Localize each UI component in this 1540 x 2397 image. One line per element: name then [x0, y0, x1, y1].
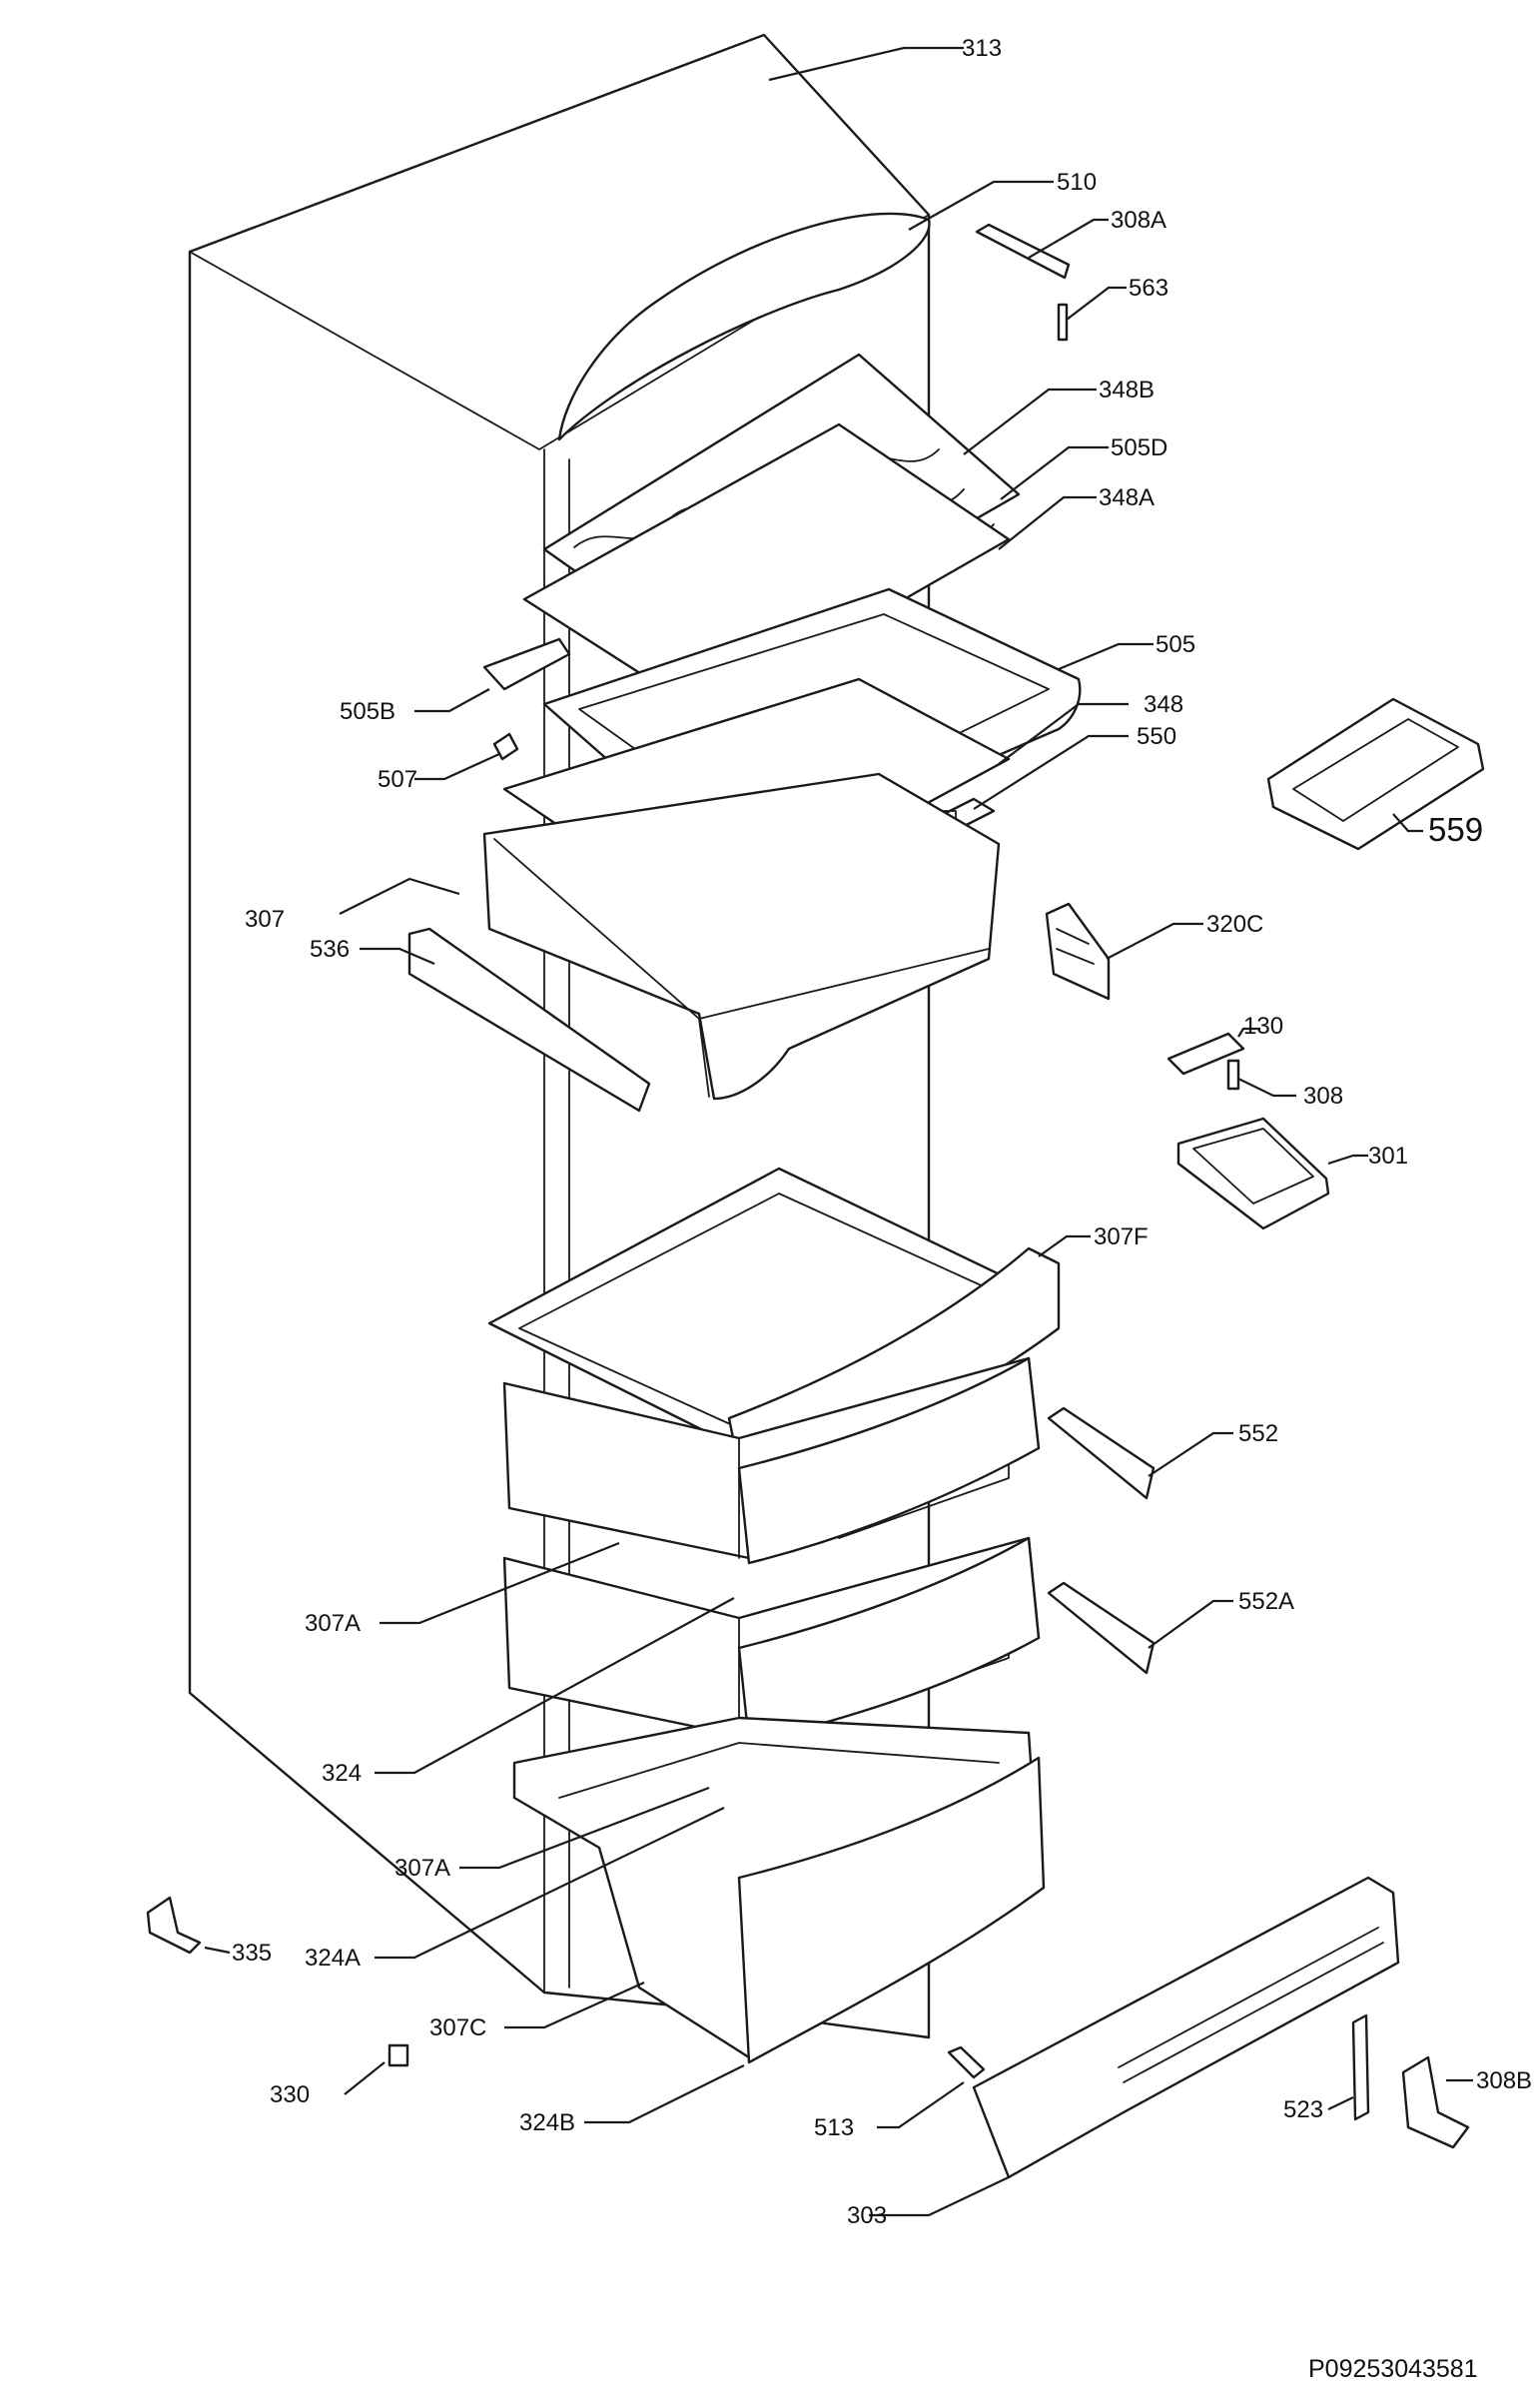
clip-507	[492, 732, 519, 761]
label-330: 330	[270, 2081, 310, 2108]
label-348b: 348B	[1099, 377, 1155, 403]
label-559: 559	[1428, 811, 1483, 848]
leader-lines	[204, 46, 1473, 2217]
label-563: 563	[1129, 275, 1168, 302]
label-307a-upper: 307A	[305, 1610, 361, 1637]
shelf-support-505b	[482, 637, 571, 691]
drawer-front-324b	[737, 1756, 1046, 2064]
label-523: 523	[1283, 2096, 1323, 2123]
label-308: 308	[1303, 1083, 1343, 1110]
bracket-308b	[1401, 2055, 1470, 2149]
label-324a: 324A	[305, 1945, 361, 1972]
drawer-front-324a	[737, 1536, 1041, 1745]
label-505: 505	[1155, 631, 1195, 658]
part-labels: 313 510 308A 563 348B 505D 348A 505 505B…	[232, 35, 1532, 2229]
label-550: 550	[1137, 723, 1176, 750]
label-307f: 307F	[1094, 1223, 1149, 1250]
label-348: 348	[1144, 691, 1183, 718]
label-308b: 308B	[1476, 2067, 1532, 2094]
label-510: 510	[1057, 169, 1097, 196]
label-308a: 308A	[1111, 207, 1166, 234]
label-313: 313	[962, 35, 1002, 62]
pin-513	[947, 2045, 986, 2079]
front-flap-536	[407, 927, 651, 1113]
label-324b: 324B	[519, 2109, 575, 2136]
label-130: 130	[1243, 1013, 1283, 1040]
label-505b: 505B	[340, 698, 395, 725]
drawer-front-324	[737, 1356, 1041, 1565]
runner-552a	[1047, 1581, 1155, 1675]
label-552a: 552A	[1238, 1588, 1294, 1615]
bracket-308a	[975, 223, 1071, 280]
ice-tray-lid-559	[1266, 697, 1485, 851]
label-335: 335	[232, 1940, 272, 1967]
drawing-code: P09253043581	[1308, 2355, 1478, 2383]
label-505d: 505D	[1111, 434, 1167, 461]
label-552: 552	[1238, 1420, 1278, 1447]
bracket-523	[1351, 2013, 1370, 2121]
label-507: 507	[378, 766, 417, 793]
hinge-130	[1166, 1032, 1245, 1076]
label-303: 303	[847, 2202, 887, 2229]
grille-320c	[1045, 902, 1111, 1001]
ice-tray-301	[1176, 1117, 1330, 1230]
chiller-box-307	[482, 772, 1001, 1101]
label-324: 324	[322, 1760, 362, 1787]
label-513: 513	[814, 2114, 854, 2141]
label-307a-lower: 307A	[394, 1855, 450, 1882]
pin-563	[1057, 303, 1069, 342]
label-301: 301	[1368, 1143, 1408, 1170]
label-536: 536	[310, 936, 350, 963]
label-307c: 307C	[429, 2014, 486, 2041]
foot-bracket-335	[146, 1896, 202, 1955]
label-307: 307	[245, 906, 285, 933]
label-348a: 348A	[1099, 484, 1155, 511]
foot-330	[387, 2043, 409, 2067]
label-320c: 320C	[1206, 911, 1263, 938]
screw-308	[1226, 1059, 1240, 1091]
kick-plate-303	[972, 1876, 1400, 2179]
runner-552	[1047, 1406, 1155, 1500]
